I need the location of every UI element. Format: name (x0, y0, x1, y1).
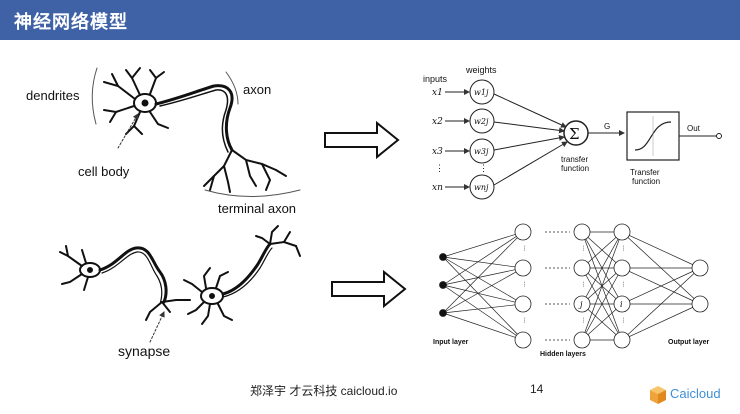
inputs-label: inputs (423, 74, 448, 84)
node-ellipsis: ⋮ (581, 245, 587, 252)
network-edge (442, 267, 524, 286)
neuron-diagram (91, 67, 301, 197)
weight-wnj: wnj (474, 183, 489, 192)
network-edge (442, 312, 524, 341)
label-dendrites: dendrites (26, 88, 80, 103)
input-x1: x1 (432, 88, 443, 98)
network-edge (581, 231, 623, 305)
slide-title: 神经网络模型 (14, 12, 128, 33)
hidden-node (613, 223, 631, 241)
network-edge (621, 267, 701, 305)
top-arrow-icon (324, 120, 400, 160)
axon-bracket (225, 71, 239, 105)
title-bar: 神经网络模型 (0, 0, 740, 40)
weight-ellipsis: ⋮ (479, 164, 488, 174)
weight-w1j: w1j (474, 88, 489, 97)
label-terminal-axon: terminal axon (218, 201, 296, 216)
network-edge (442, 231, 524, 314)
input-x3: x3 (432, 147, 443, 157)
weights-label: weights (465, 65, 497, 75)
network-edge (442, 267, 524, 314)
output-node (691, 259, 709, 277)
network-diagram: j i ⋮ ⋮ ⋮ ⋮ ⋮ ⋮ ⋮ ⋮ ⋮ (439, 223, 709, 349)
network-edge (621, 231, 701, 269)
node-ellipsis: ⋮ (581, 317, 587, 324)
synapse-diagram (59, 225, 301, 343)
network-edge (581, 231, 623, 341)
output-layer-label: Output layer (668, 339, 710, 346)
network-edge (442, 284, 524, 305)
node-ellipsis: ⋮ (621, 245, 627, 252)
network-edge (621, 267, 701, 341)
logo-cube-icon (650, 386, 666, 404)
network-edge (442, 231, 524, 286)
g-label: G (604, 122, 610, 131)
transfer-function-label-1: transfer (561, 155, 588, 164)
network-edge (442, 256, 524, 269)
hidden-node (514, 295, 532, 313)
network-edge (442, 284, 524, 341)
input-node (439, 253, 447, 261)
hidden-node (573, 223, 591, 241)
perceptron-diagram: inputs weights x1 x2 x3 xn ⋮ (423, 65, 722, 200)
transfer-box-label-1: Transfer (630, 168, 660, 177)
hidden-node (573, 295, 591, 313)
label-axon: axon (243, 82, 271, 97)
node-ellipsis: ⋮ (522, 317, 528, 324)
network-edge (581, 231, 623, 269)
node-ellipsis: ⋮ (621, 317, 627, 324)
network-edge (581, 267, 623, 341)
node-ellipsis: ⋮ (522, 281, 528, 288)
out-label: Out (687, 124, 701, 133)
hidden-node (573, 331, 591, 349)
transfer-function-label-2: function (561, 164, 589, 173)
input-node (439, 309, 447, 317)
output-node (691, 295, 709, 313)
network-edge (442, 303, 524, 314)
hidden-node (613, 331, 631, 349)
sigma-icon: Σ (569, 125, 580, 143)
slide-body: dendrites axon cell body terminal axon (0, 40, 740, 414)
input-xn: xn (432, 183, 443, 193)
input-layer-label: Input layer (433, 339, 469, 346)
sigmoid-curve (634, 121, 672, 151)
network-edge (621, 303, 701, 341)
node-ellipsis: ⋮ (621, 281, 627, 288)
hidden-node (613, 259, 631, 277)
bottom-arrow-icon (331, 269, 407, 309)
footer-author: 郑泽宇 才云科技 caicloud.io (250, 384, 398, 398)
input-node (439, 281, 447, 289)
dendrites-bracket (91, 67, 98, 125)
hidden-node (514, 223, 532, 241)
weight-w2j: w2j (474, 117, 489, 126)
page-number: 14 (530, 382, 544, 396)
label-cell-body: cell body (78, 164, 130, 179)
logo-text: Caicloud (670, 386, 721, 401)
terminal-axon-bracket (204, 189, 301, 197)
label-synapse: synapse (118, 343, 170, 359)
input-ellipsis: ⋮ (435, 164, 444, 174)
network-edge (581, 303, 623, 341)
hidden-node (514, 259, 532, 277)
slide-figures: dendrites axon cell body terminal axon (26, 65, 722, 359)
network-edge (442, 256, 524, 305)
hidden-node (613, 295, 631, 313)
node-j-label: j (578, 300, 583, 309)
node-ellipsis: ⋮ (522, 245, 528, 252)
hidden-node (573, 259, 591, 277)
cell-body-pointer (117, 113, 139, 149)
hidden-layers-label: Hidden layers (540, 351, 586, 358)
node-ellipsis: ⋮ (581, 281, 587, 288)
transfer-box-label-2: function (632, 177, 660, 186)
input-x2: x2 (432, 117, 443, 127)
network-edge (442, 256, 524, 341)
hidden-node (514, 331, 532, 349)
caicloud-logo: Caicloud (648, 383, 728, 407)
network-edge (442, 231, 524, 258)
weight-w3j: w3j (474, 147, 489, 156)
synapse-pointer (149, 311, 165, 343)
node-i-label: i (620, 300, 623, 309)
